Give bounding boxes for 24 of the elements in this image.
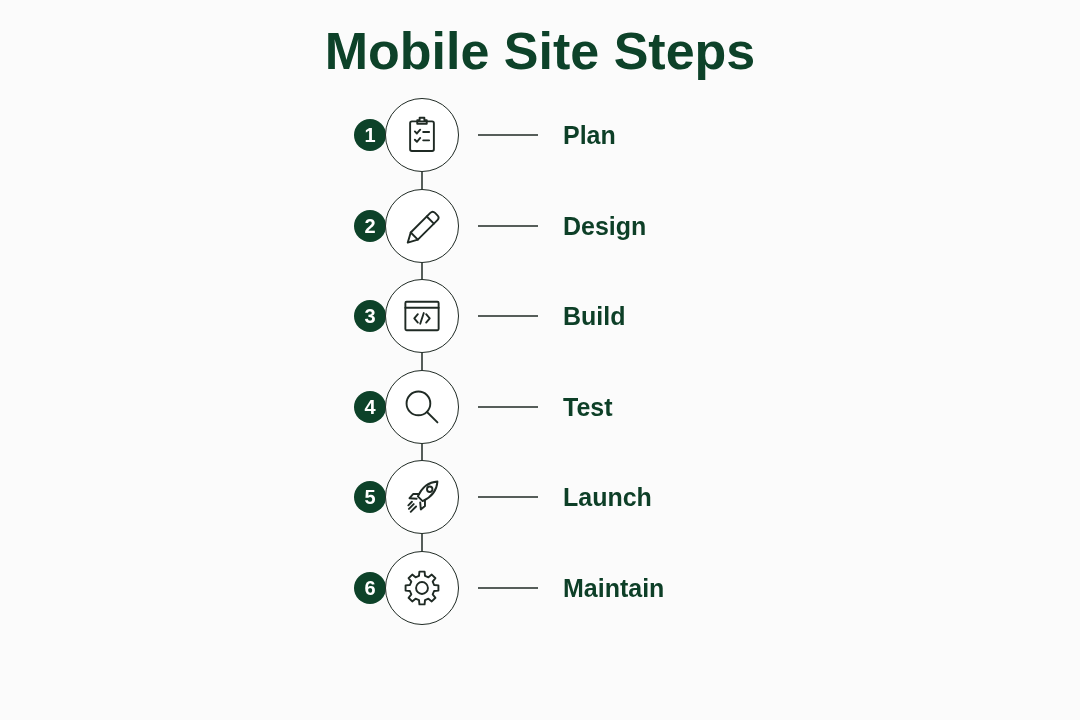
step-label: Plan [563,120,616,150]
step-number-badge: 4 [354,391,386,423]
connector-line [421,443,423,461]
connector-line [477,134,539,136]
connector-line [477,496,539,498]
step-number-badge: 6 [354,572,386,604]
connector-line [477,406,539,408]
step-number-badge: 5 [354,481,386,513]
connector-line [421,533,423,552]
step-number-badge: 1 [354,119,386,151]
step-label: Maintain [563,573,665,603]
step-number-badge: 2 [354,210,386,242]
step-label: Test [563,392,613,422]
step-label: Build [563,301,626,331]
connector-line [421,171,423,190]
diagram-title: Mobile Site Steps [324,21,756,82]
connector-line [421,262,423,280]
connector-line [477,225,539,227]
connector-line [477,315,539,317]
step-label: Launch [563,482,652,512]
step-number-badge: 3 [354,300,386,332]
connector-line [477,587,539,589]
connector-line [421,352,423,371]
step-label: Design [563,211,647,241]
